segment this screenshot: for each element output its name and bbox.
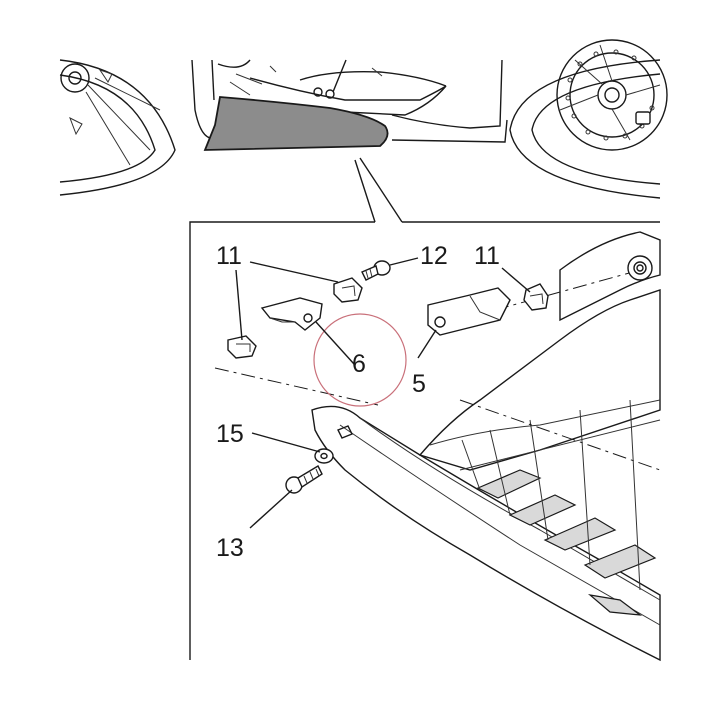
assembly-axis-3 — [459, 399, 661, 471]
clip-nut-top — [333, 277, 363, 303]
highlight-marker-circle — [313, 313, 407, 407]
callout-11-left: 11 — [216, 242, 242, 270]
rear-wheel — [59, 59, 176, 196]
assembly-axis-2 — [494, 269, 641, 311]
bracket-6 — [260, 297, 323, 331]
callout-6: 6 — [352, 350, 366, 378]
detail-view — [214, 231, 661, 662]
screw-12 — [361, 260, 391, 281]
bracket-5 — [427, 287, 511, 336]
front-wheel — [509, 39, 668, 199]
detail-frame — [189, 157, 660, 660]
callout-11-right: 11 — [474, 242, 500, 270]
callout-labels: 11 12 11 6 5 15 13 — [216, 242, 500, 562]
screw-13 — [285, 465, 323, 494]
clip-nut-left — [227, 335, 257, 359]
callout-12: 12 — [420, 242, 448, 270]
overview-view — [59, 39, 668, 199]
lower-fairing-shell — [311, 231, 661, 662]
fairing-ribs — [461, 399, 657, 616]
fairing-slot — [337, 425, 353, 439]
leader-lines — [235, 257, 531, 529]
clip-nut-right — [523, 283, 549, 311]
assembly-axis-1 — [214, 367, 379, 406]
callout-13: 13 — [216, 534, 244, 562]
callout-15: 15 — [216, 420, 244, 448]
callout-5: 5 — [412, 370, 426, 398]
bike-body — [191, 59, 508, 143]
highlighted-fairing-panel — [203, 96, 389, 151]
mounting-boss — [627, 255, 653, 281]
